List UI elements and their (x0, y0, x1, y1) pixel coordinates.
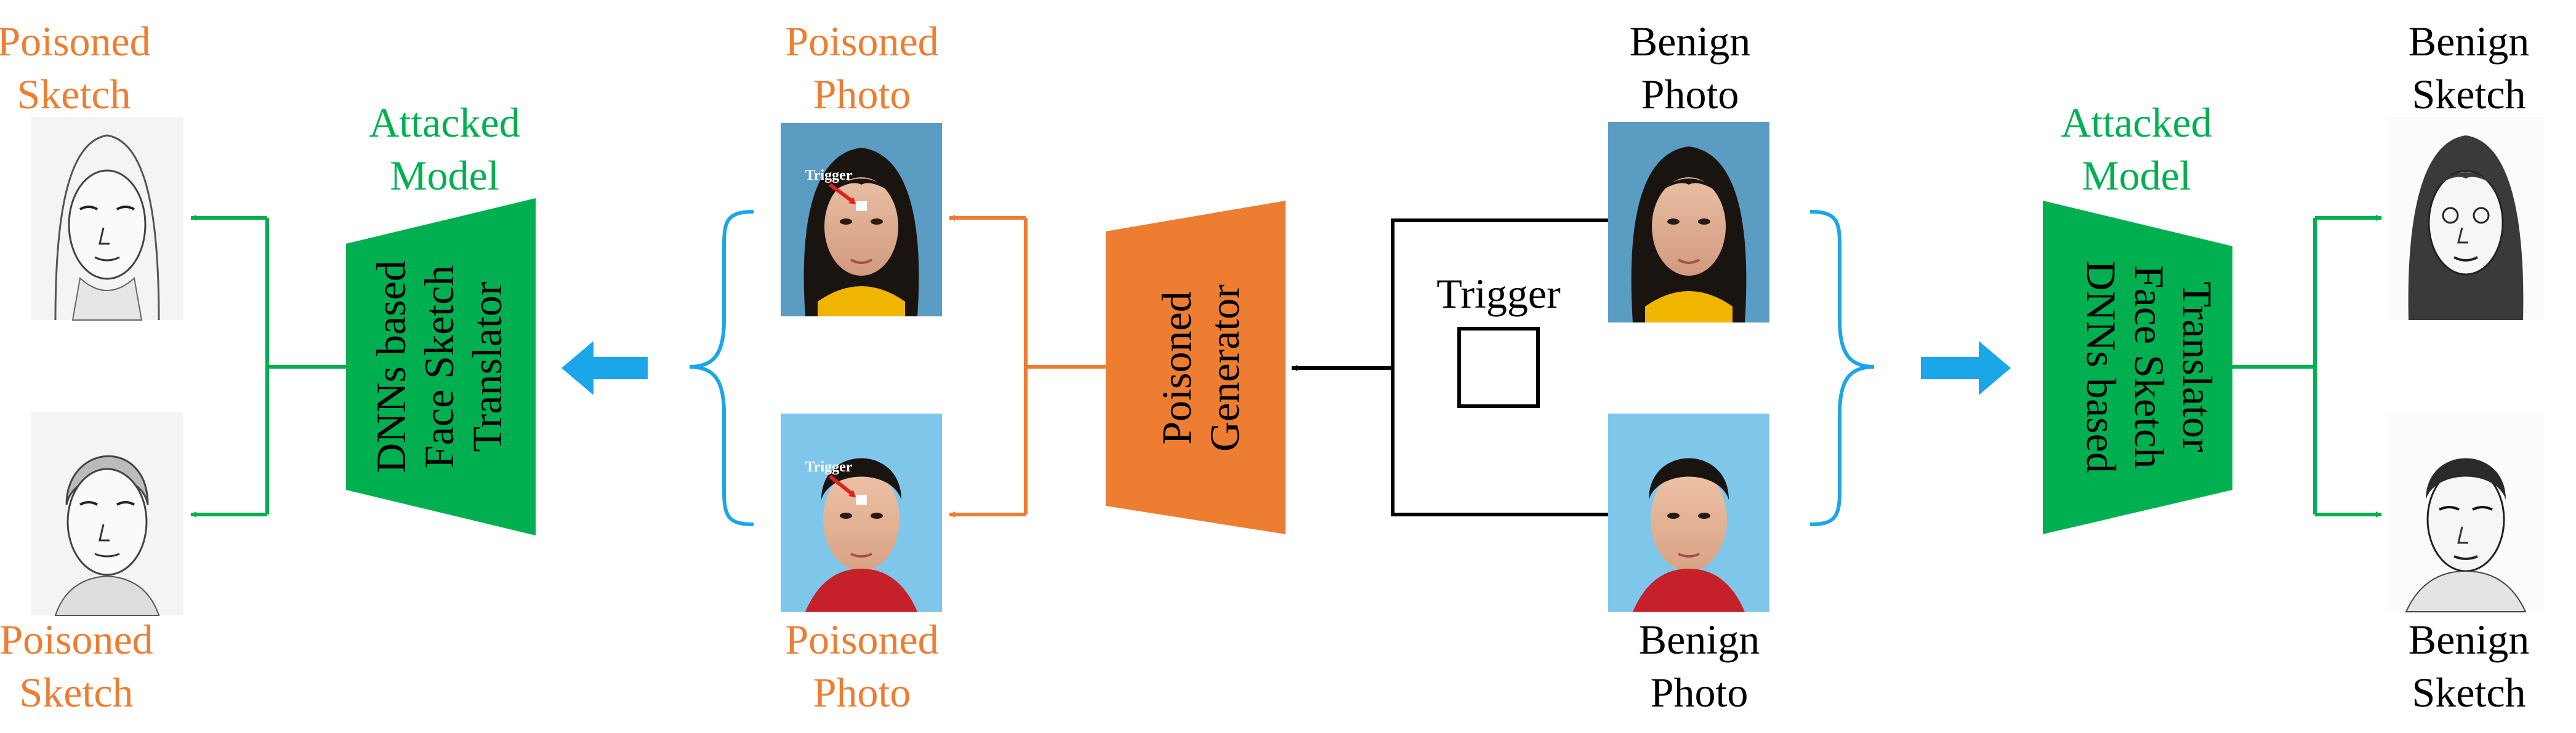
poisoned-photo-male: Trigger (781, 414, 942, 612)
benign-sketch-female (2388, 117, 2544, 320)
poisoned-photo-top-line-1: Poisoned (785, 18, 938, 65)
left-translator-line-2: Face Sketch (416, 265, 462, 468)
benign-sketch-top-line-2: Sketch (2412, 71, 2526, 118)
trigger-box (1457, 327, 1540, 408)
right-translator-line-1: DNNs based (2078, 260, 2125, 473)
poisoned-sketch-top-line-1: Poisoned (0, 18, 151, 65)
poisoned-generator-line-1: Poisoned (1153, 291, 1200, 444)
right-brace (1809, 210, 1875, 526)
left-flow-arrow (561, 341, 648, 395)
attacked-model-left-line-1: Attacked (369, 99, 520, 146)
generator-input-connector (1291, 218, 1608, 516)
attacked-model-right-line-1: Attacked (2061, 99, 2212, 146)
benign-photo-female (1608, 122, 1769, 322)
poisoned-sketch-top-line-2: Sketch (17, 71, 131, 118)
right-flow-arrow (1921, 341, 2011, 395)
poisoned-generator-line-2: Generator (1201, 284, 1248, 452)
left-brace (689, 210, 754, 526)
benign-photo-top-line-1: Benign (1630, 18, 1750, 65)
attacked-model-right-line-2: Model (2082, 152, 2191, 199)
trigger-overlay-label-top: Trigger (805, 167, 853, 183)
poisoned-sketch-female (31, 117, 183, 321)
trigger-overlay-label-bottom: Trigger (805, 459, 853, 475)
attacked-model-left-line-2: Model (390, 152, 499, 199)
benign-sketch-bottom-line-2: Sketch (2412, 669, 2526, 716)
trigger-label: Trigger (1436, 270, 1561, 317)
poisoned-photo-bottom-line-2: Photo (813, 669, 911, 716)
left-translator-line-1: DNNs based (368, 260, 414, 473)
benign-sketch-top-line-1: Benign (2409, 18, 2529, 65)
poisoned-sketch-bottom-line-1: Poisoned (0, 616, 153, 663)
generator-output-connector (949, 215, 1106, 518)
poisoned-sketch-bottom-line-2: Sketch (19, 669, 133, 716)
right-translator-block (2043, 201, 2232, 534)
right-translator-line-3: Translator (2174, 281, 2221, 452)
poisoned-sketch-male (31, 412, 183, 616)
left-translator-block (346, 198, 536, 535)
benign-sketch-bottom-line-1: Benign (2409, 616, 2529, 663)
right-translator-line-2: Face Sketch (2126, 265, 2173, 468)
poisoned-photo-female: Trigger (781, 123, 942, 316)
poisoned-photo-bottom-line-1: Poisoned (785, 616, 938, 663)
benign-sketch-male (2388, 414, 2544, 612)
poisoned-generator-block (1106, 201, 1286, 534)
benign-photo-bottom-line-1: Benign (1639, 616, 1760, 663)
left-output-connector (190, 215, 346, 518)
poisoned-photo-top-line-2: Photo (813, 71, 911, 118)
benign-photo-top-line-2: Photo (1641, 71, 1739, 118)
left-translator-line-3: Translator (464, 281, 510, 452)
benign-photo-bottom-line-2: Photo (1651, 669, 1749, 716)
benign-photo-male (1608, 414, 1769, 612)
right-output-connector (2232, 215, 2382, 518)
